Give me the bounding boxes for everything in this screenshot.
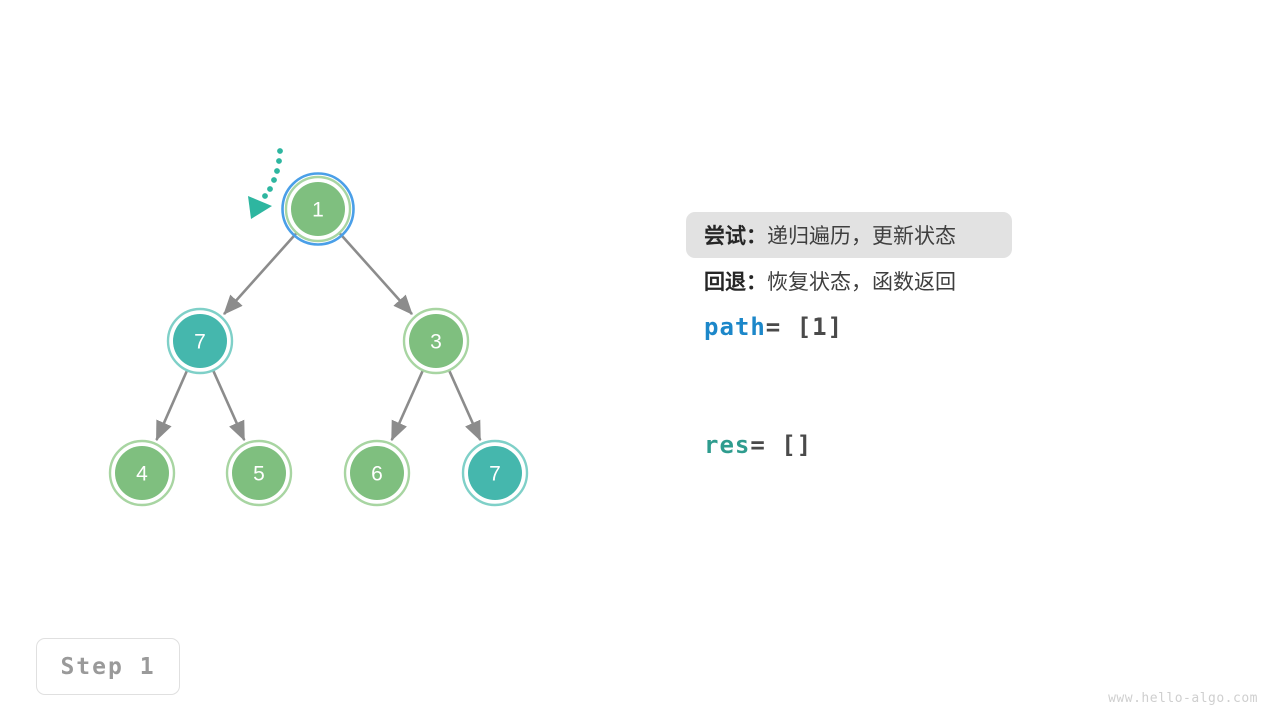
node-circle [173, 314, 227, 368]
tree-node: 7 [461, 439, 529, 507]
tree-edge [337, 231, 413, 316]
res-variable-name: res [704, 431, 751, 459]
panel-spacer [686, 350, 1206, 422]
watermark-text: www.hello-algo.com [1108, 691, 1258, 706]
step-badge-label: Step 1 [60, 653, 156, 680]
node-value-label: 7 [489, 463, 501, 486]
tree-edge [211, 368, 246, 442]
node-outer-ring [108, 439, 176, 507]
path-state-line: path = [1] [686, 304, 1206, 350]
tree-edge [390, 368, 425, 442]
pointer-trail-dot [277, 148, 283, 154]
node-value-label: 5 [253, 463, 265, 486]
tree-edge [447, 368, 482, 442]
node-value-label: 1 [312, 199, 324, 222]
node-value-label: 7 [194, 331, 206, 354]
node-circle [115, 446, 169, 500]
path-variable-name: path [704, 313, 766, 341]
info-line-try: 尝试： 递归遍历，更新状态 [686, 212, 1012, 258]
node-circle [350, 446, 404, 500]
tree-node: 3 [402, 307, 470, 375]
info-line-backtrack: 回退： 恢复状态，函数返回 [686, 258, 1206, 304]
tree-edge [155, 368, 189, 441]
node-outer-ring [343, 439, 411, 507]
recursion-pointer-icon [248, 148, 283, 219]
node-circle [468, 446, 522, 500]
state-info-panel: 尝试： 递归遍历，更新状态 回退： 恢复状态，函数返回 path = [1] r… [686, 212, 1206, 468]
pointer-arrowhead-icon [248, 196, 272, 219]
node-circle [291, 182, 345, 236]
node-outer-ring [284, 175, 352, 243]
tree-node: 5 [225, 439, 293, 507]
binary-tree-diagram: 1 7 3 4 5 6 7 [108, 148, 529, 507]
site-watermark: www.hello-algo.com [1108, 691, 1258, 706]
node-active-highlight-ring [281, 172, 355, 246]
pointer-trail-dot [262, 193, 268, 199]
pointer-trail-dot [276, 158, 282, 164]
info-line-try-lead: 尝试： [704, 224, 767, 248]
tree-node: 1 [281, 172, 355, 246]
node-value-label: 4 [136, 463, 148, 486]
node-outer-ring [166, 307, 234, 375]
res-variable-value: = [] [750, 431, 813, 459]
pointer-trail-dot [271, 177, 277, 183]
info-line-backtrack-lead: 回退： [704, 270, 767, 294]
node-outer-ring [402, 307, 470, 375]
tree-nodes: 1 7 3 4 5 6 7 [108, 172, 529, 507]
node-value-label: 6 [371, 463, 383, 486]
node-circle [409, 314, 463, 368]
info-line-try-text: 递归遍历，更新状态 [767, 224, 956, 248]
tree-node: 7 [166, 307, 234, 375]
node-outer-ring [461, 439, 529, 507]
node-value-label: 3 [430, 331, 442, 354]
node-circle [232, 446, 286, 500]
tree-edge [223, 231, 299, 316]
path-variable-value: = [1] [765, 313, 844, 341]
tree-node: 6 [343, 439, 411, 507]
tree-edges [155, 231, 482, 442]
pointer-trail-dot [274, 168, 280, 174]
tree-node: 4 [108, 439, 176, 507]
pointer-trail-dot [267, 186, 273, 192]
info-line-backtrack-text: 恢复状态，函数返回 [767, 270, 956, 294]
step-badge: Step 1 [36, 638, 180, 695]
res-state-line: res = [] [686, 422, 1206, 468]
node-outer-ring [225, 439, 293, 507]
